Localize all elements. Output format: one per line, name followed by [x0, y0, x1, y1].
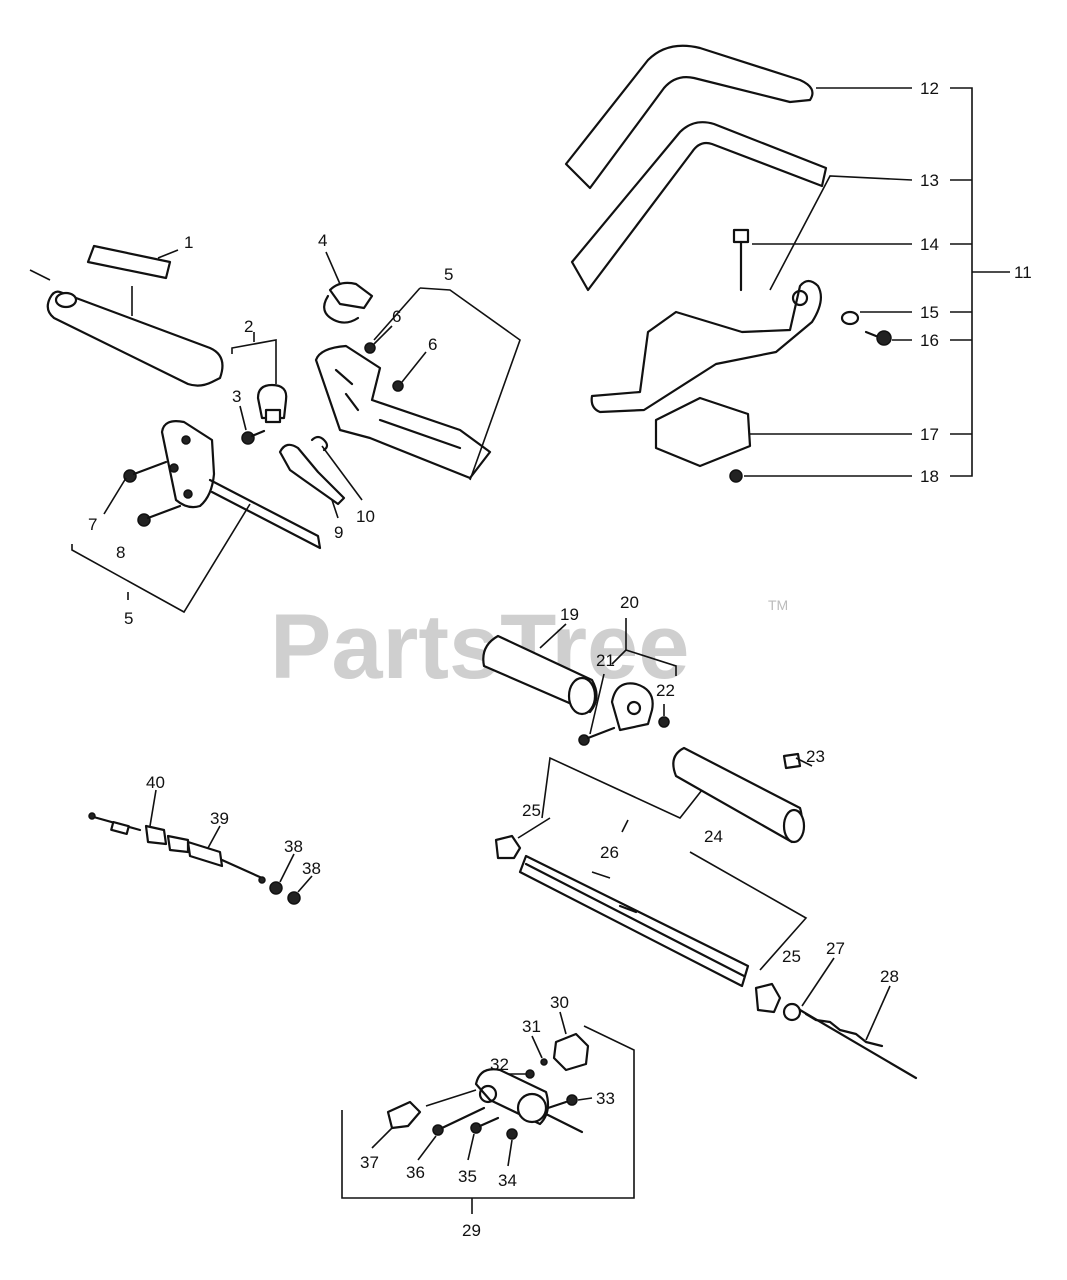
callout-labels: 1 2 3 4 5 5 6 6 7 8 9 10 11 12 13 14 15 … [88, 79, 1032, 1240]
part-label-sticker[interactable] [86, 244, 172, 280]
part-nut-38a[interactable] [269, 881, 283, 895]
part-screw-33[interactable] [546, 1094, 578, 1110]
callout-35: 35 [458, 1167, 477, 1186]
part-shaft-tip[interactable] [544, 1112, 584, 1134]
callout-18: 18 [920, 467, 939, 486]
callout-38a: 38 [284, 837, 303, 856]
part-screw-3[interactable] [241, 429, 266, 445]
callout-8: 8 [116, 543, 125, 562]
part-spring-39[interactable] [186, 840, 266, 884]
part-clamp[interactable] [256, 383, 288, 424]
callout-28: 28 [880, 967, 899, 986]
part-screw-36[interactable] [432, 1106, 486, 1136]
part-driveshaft-28[interactable] [798, 1008, 918, 1080]
callout-38b: 38 [302, 859, 321, 878]
callout-25b: 25 [782, 947, 801, 966]
part-clamp-lower-17[interactable] [654, 396, 752, 468]
part-handle-housing-right[interactable] [314, 344, 492, 480]
part-gearhead-housing[interactable] [474, 1068, 550, 1126]
part-nut-6b[interactable] [392, 380, 404, 392]
callout-4: 4 [318, 231, 327, 250]
watermark-text: PartsTree [270, 596, 689, 698]
callout-20: 20 [620, 593, 639, 612]
callout-2: 2 [244, 317, 253, 336]
callout-32: 32 [490, 1055, 509, 1074]
callout-26: 26 [600, 843, 619, 862]
part-washer-27[interactable] [782, 1002, 802, 1022]
part-spring[interactable] [310, 435, 329, 452]
part-nut-6a[interactable] [364, 342, 376, 354]
part-knob-16[interactable] [864, 330, 892, 346]
part-handle-housing-left[interactable] [160, 420, 322, 550]
part-cap-30[interactable] [552, 1032, 590, 1072]
part-bushing-25b[interactable] [754, 982, 782, 1014]
callout-15: 15 [920, 303, 939, 322]
callout-1: 1 [184, 233, 193, 252]
callout-36: 36 [406, 1163, 425, 1182]
callout-24: 24 [704, 827, 723, 846]
callout-6b: 6 [428, 335, 437, 354]
part-handle-bracket[interactable] [590, 279, 823, 414]
part-tube-24[interactable] [672, 746, 806, 844]
callout-17: 17 [920, 425, 939, 444]
callout-9: 9 [334, 523, 343, 542]
callout-6a: 6 [392, 307, 401, 326]
part-throttle-trigger[interactable] [278, 443, 346, 506]
part-shaft-tube-upper[interactable] [29, 269, 224, 387]
part-liner-26[interactable] [518, 854, 750, 988]
part-washer-32[interactable] [525, 1069, 535, 1079]
part-nut-18[interactable] [729, 469, 743, 483]
part-cable-40[interactable] [88, 812, 190, 854]
callout-23: 23 [806, 747, 825, 766]
part-clamp-20[interactable] [610, 682, 654, 732]
callout-40: 40 [146, 773, 165, 792]
callout-37: 37 [360, 1153, 379, 1172]
callout-5-bottom: 5 [124, 609, 133, 628]
part-screw-8[interactable] [137, 504, 182, 527]
callout-30: 30 [550, 993, 569, 1012]
part-grip-upper[interactable] [564, 44, 814, 190]
callout-11: 11 [1014, 263, 1032, 282]
callout-27: 27 [826, 939, 845, 958]
part-screw-31[interactable] [540, 1058, 548, 1066]
callout-21: 21 [596, 651, 615, 670]
part-switch[interactable] [323, 281, 374, 324]
callout-12: 12 [920, 79, 939, 98]
callout-25a: 25 [522, 801, 541, 820]
callout-14: 14 [920, 235, 939, 254]
callout-13: 13 [920, 171, 939, 190]
part-screw-35[interactable] [470, 1116, 500, 1134]
part-grip-lower[interactable] [570, 121, 828, 292]
part-nut-34[interactable] [506, 1128, 518, 1140]
part-bushing-37[interactable] [386, 1100, 422, 1130]
callout-3: 3 [232, 387, 241, 406]
leader-lines [71, 87, 1010, 1214]
callout-34: 34 [498, 1171, 517, 1190]
part-label-23[interactable] [782, 752, 802, 770]
part-bushing-25a[interactable] [494, 834, 522, 860]
part-nut-38b[interactable] [287, 891, 301, 905]
callout-7: 7 [88, 515, 97, 534]
callout-16: 16 [920, 331, 939, 350]
part-tube-19[interactable] [482, 634, 598, 716]
callout-10: 10 [356, 507, 375, 526]
callout-22: 22 [656, 681, 675, 700]
part-screw-21[interactable] [578, 726, 616, 746]
callout-31: 31 [522, 1017, 541, 1036]
part-screw-7[interactable] [123, 460, 168, 483]
watermark-trademark: TM [768, 597, 788, 613]
callout-33: 33 [596, 1089, 615, 1108]
part-nut-22[interactable] [658, 716, 670, 728]
part-washer-15[interactable] [840, 310, 860, 326]
callout-39: 39 [210, 809, 229, 828]
part-bolt-14[interactable] [732, 228, 750, 292]
callout-5-top: 5 [444, 265, 453, 284]
callout-19: 19 [560, 605, 579, 624]
callout-29: 29 [462, 1221, 481, 1240]
